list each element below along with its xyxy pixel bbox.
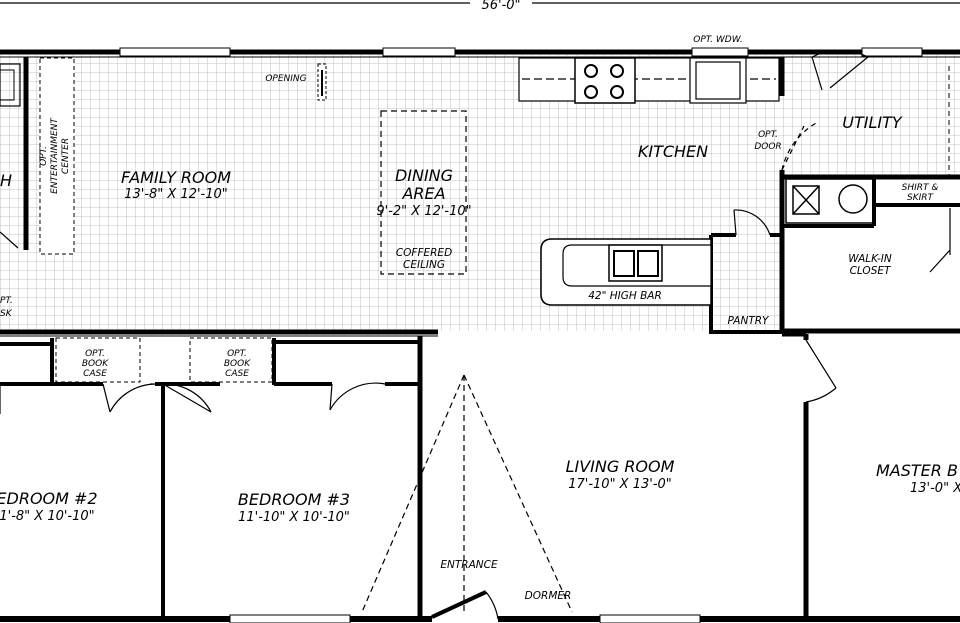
utility-tile-floor	[783, 55, 960, 177]
bookcases	[55, 337, 273, 383]
master-walls	[782, 331, 809, 620]
bookcase-2-label-2: BOOK	[224, 359, 251, 369]
sink-icon	[608, 244, 663, 282]
range-icon	[574, 57, 636, 104]
bottom-windows	[229, 614, 701, 623]
bookcase-2-label-3: CASE	[225, 369, 249, 379]
utility-name: UTILITY	[842, 113, 903, 132]
entrance-door	[431, 590, 499, 623]
utility-door-swing	[811, 49, 869, 91]
shirt-skirt-label-1: SHIRT &	[902, 183, 939, 193]
edge-label-sk: SK	[0, 309, 13, 319]
pantry-door-swing	[733, 209, 771, 236]
bookcase-1-label-1: OPT.	[85, 349, 105, 359]
opt-window-label: OPT. WDW.	[693, 35, 743, 45]
walk-in-closet-1: WALK-IN	[848, 253, 892, 265]
kitchen-name: KITCHEN	[638, 142, 708, 161]
entertainment-note-1: OPT.	[39, 146, 49, 166]
bedroom-3-dims: 11'-10" X 10'-10"	[238, 510, 350, 525]
entertainment-center	[39, 57, 75, 255]
dining-area-name-1: DINING	[395, 166, 453, 185]
top-windows	[119, 47, 923, 57]
walk-in-closet-2: CLOSET	[850, 265, 892, 277]
edge-label-h: H	[0, 171, 12, 190]
opening-label: OPENING	[265, 74, 306, 84]
bedroom-3-name: BEDROOM #3	[238, 490, 350, 509]
master-bedroom-name: MASTER B	[876, 461, 958, 480]
washer-dryer	[785, 178, 875, 224]
pantry-name: PANTRY	[728, 315, 771, 327]
dormer-outline	[361, 374, 573, 613]
family-room-name: FAMILY ROOM	[121, 168, 231, 187]
overall-dimension-label: 56'-0"	[481, 0, 520, 13]
dormer-label: DORMER	[525, 590, 572, 602]
coffered-note-1: COFFERED	[396, 247, 452, 259]
bedroom-walls	[0, 336, 423, 620]
bookcase-2-label-1: OPT.	[227, 349, 247, 359]
bedroom-2-dims: 1'-8" X 10'-10"	[0, 509, 95, 524]
entertainment-note-2: ENTERTAINMENT	[50, 117, 60, 194]
bookcase-1-label-2: BOOK	[82, 359, 109, 369]
main-partition-wall	[0, 329, 438, 337]
opt-door-label-1: OPT.	[758, 130, 778, 140]
opt-door-swing	[781, 121, 819, 171]
living-room-dims: 17'-10" X 13'-0"	[568, 477, 672, 492]
coffered-ceiling	[380, 110, 467, 275]
living-room-name: LIVING ROOM	[566, 457, 675, 476]
family-room-dims: 13'-8" X 12'-10"	[124, 187, 228, 202]
entertainment-note-3: CENTER	[61, 138, 71, 174]
master-door-swing	[805, 339, 837, 403]
dining-area-dims: 9'-2" X 12'-10"	[376, 204, 471, 219]
opt-door-label-2: DOOR	[754, 142, 781, 152]
left-edge-fixtures	[0, 57, 29, 250]
high-bar-label: 42" HIGH BAR	[588, 290, 662, 302]
dining-area-name-2: AREA	[401, 184, 445, 203]
refrigerator-icon	[689, 57, 747, 104]
shirt-skirt-label-2: SKIRT	[907, 193, 935, 203]
entrance-label: ENTRANCE	[440, 559, 498, 571]
master-bedroom-dims: 13'-0" X	[910, 481, 960, 496]
bedroom-2-name: EDROOM #2	[0, 489, 98, 508]
coffered-note-2: CEILING	[403, 259, 445, 271]
bookcase-1-label-3: CASE	[83, 369, 107, 379]
bedroom-door-swings	[0, 382, 386, 414]
edge-label-pt: PT.	[0, 296, 13, 306]
